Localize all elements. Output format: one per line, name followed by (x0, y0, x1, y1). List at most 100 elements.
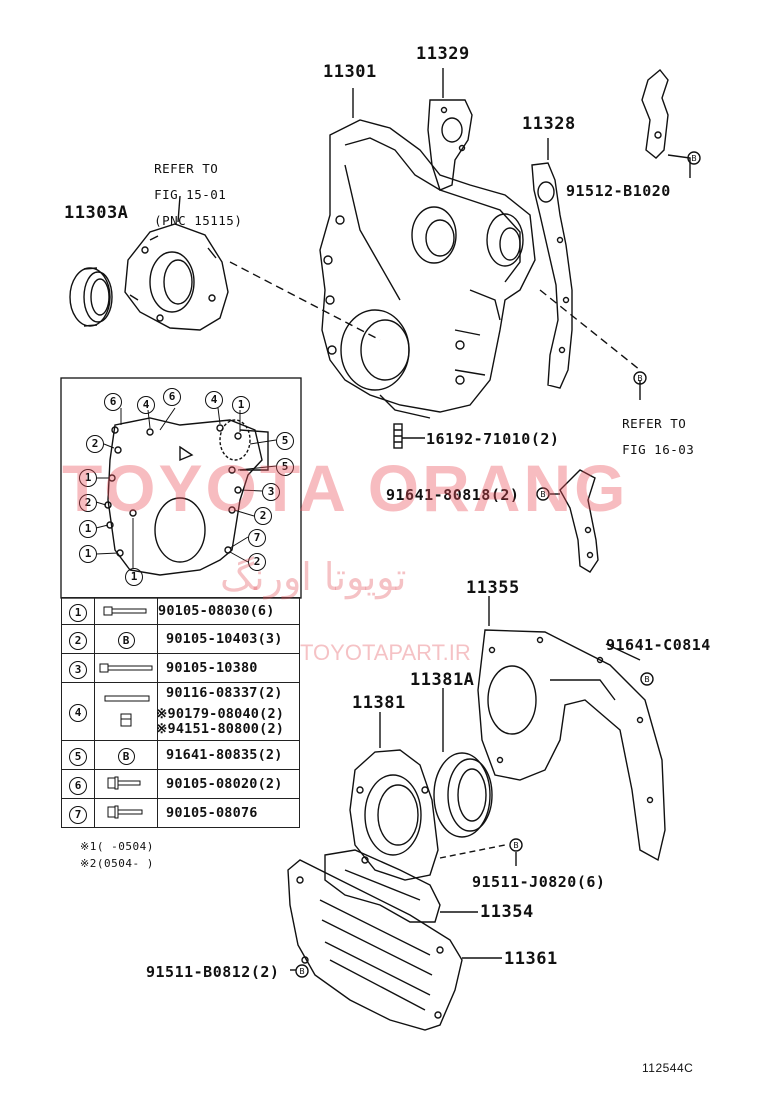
part-label-11328[interactable]: 11328 (522, 114, 576, 134)
dashed-guide-line (229, 261, 381, 341)
part-label-91512-b1020[interactable]: 91512-B1020 (566, 182, 671, 200)
callout-1: 1 (79, 520, 97, 538)
legend-row: 3 90105-10380 (61, 653, 300, 683)
ref-line: REFER TO (154, 161, 219, 176)
callout-6: 6 (163, 388, 181, 406)
part-label-91511-b0812[interactable]: 91511-B0812(2) (146, 963, 280, 981)
legend-row: 7 90105-08076 (61, 798, 300, 828)
leader-line (667, 154, 691, 178)
ref-line: (PNC 15115) (154, 213, 243, 228)
legend-part-number[interactable]: 90105-08030(6) (157, 597, 300, 625)
inset-cover-outline (107, 417, 269, 576)
part-label-11355[interactable]: 11355 (466, 578, 520, 598)
dashed-guide-line (539, 289, 641, 371)
part-label-11381[interactable]: 11381 (352, 693, 406, 713)
legend-number: 6 (69, 776, 87, 795)
bolt-icon (107, 805, 143, 818)
leader-line (605, 643, 641, 661)
refer-to-fig-16-03[interactable]: REFER TO FIG 16-03 (606, 404, 694, 456)
dashed-guide-line (439, 844, 506, 859)
legend-row: 2 B 90105-10403(3) (61, 624, 300, 654)
b-marker (295, 964, 309, 978)
bolt-icon (103, 606, 147, 615)
legend-part-number-alt2[interactable]: ※94151-80800(2) (156, 721, 285, 737)
legend-number: 2 (69, 631, 87, 650)
legend-row: 4 90116-08337(2) ※90179-08040(2) ※94151-… (61, 682, 300, 741)
flange-bolt-icon (107, 776, 141, 789)
seal-retainer-11381 (349, 749, 439, 881)
ref-line: REFER TO (622, 416, 687, 431)
part-label-11354[interactable]: 11354 (480, 902, 534, 922)
legend-number: 4 (69, 704, 87, 722)
b-marker (640, 672, 654, 686)
legend-number: 3 (69, 660, 87, 679)
b-marker (633, 371, 647, 385)
part-label-91641-80818[interactable]: 91641-80818(2) (386, 486, 520, 504)
svg-text:B: B (644, 675, 650, 684)
part-label-91641-c0814[interactable]: 91641-C0814 (606, 636, 711, 654)
callout-5: 5 (276, 458, 294, 476)
legend-row: 5 B 91641-80835(2) (61, 740, 300, 770)
oil-seal-11303a (69, 267, 113, 327)
svg-text:B: B (691, 154, 697, 163)
part-label-16192-71010[interactable]: 16192-71010(2) (426, 430, 560, 448)
stud-icon (104, 695, 150, 726)
callout-5: 5 (276, 432, 294, 450)
legend-number: 1 (69, 603, 87, 622)
legend-part-number[interactable]: 90116-08337(2) ※90179-08040(2) ※94151-80… (156, 682, 300, 741)
part-label-11303a[interactable]: 11303A (64, 203, 129, 223)
gasket-11329 (427, 99, 473, 191)
svg-text:B: B (540, 490, 546, 499)
stud-bolt-16192 (393, 423, 403, 449)
ref-line: FIG 16-03 (622, 442, 695, 457)
ref-line: FIG 15-01 (154, 187, 227, 202)
refer-to-fig-15-01[interactable]: REFER TO FIG 15-01 (PNC 15115) (138, 149, 242, 227)
legend-part-number[interactable]: 90105-10403(3) (157, 624, 300, 654)
svg-text:B: B (637, 374, 643, 383)
bracket-91641-80818 (559, 469, 599, 573)
part-label-11381a[interactable]: 11381A (410, 670, 475, 690)
svg-text:B: B (299, 967, 305, 976)
callout-6: 6 (104, 393, 122, 411)
legend-part-number[interactable]: 91641-80835(2) (157, 740, 300, 770)
b-nut-icon: B (117, 632, 135, 649)
long-bolt-icon (99, 663, 153, 672)
gasket-11328 (531, 162, 573, 389)
callout-2: 2 (79, 494, 97, 512)
legend-part-number[interactable]: 90105-08076 (157, 798, 300, 828)
legend-number: 7 (69, 805, 87, 824)
legend-row: 6 90105-08020(2) (61, 769, 300, 799)
b-marker (536, 487, 550, 501)
legend-part-number[interactable]: 90116-08337(2) (166, 685, 283, 701)
footnote-1: ※1( -0504) (80, 840, 154, 853)
callout-1: 1 (79, 469, 97, 487)
callout-1: 1 (125, 568, 143, 586)
part-label-11329[interactable]: 11329 (416, 44, 470, 64)
legend-part-number[interactable]: 90105-10380 (157, 653, 300, 683)
part-label-11361[interactable]: 11361 (504, 949, 558, 969)
legend-part-number-alt1[interactable]: ※90179-08040(2) (156, 706, 285, 722)
rear-plate-11361 (287, 859, 463, 1031)
callout-7: 7 (248, 529, 266, 547)
rear-end-plate-11355 (477, 629, 666, 862)
b-nut-icon: B (117, 748, 135, 765)
engine-hanger-91512 (641, 69, 669, 159)
legend-part-number[interactable]: 90105-08020(2) (157, 769, 300, 799)
footnote-2: ※2(0504- ) (80, 857, 154, 870)
callout-3: 3 (262, 483, 280, 501)
fastener-legend-table: 1 90105-08030(6) 2 B 90105-10403(3) 3 90… (61, 597, 300, 828)
oil-seal-11381a (433, 752, 493, 838)
figure-id: 112544C (642, 1061, 694, 1075)
part-label-11301[interactable]: 11301 (323, 62, 377, 82)
part-label-91511-j0820[interactable]: 91511-J0820(6) (472, 873, 606, 891)
timing-chain-cover-11301 (319, 119, 536, 419)
callout-4: 4 (137, 396, 155, 414)
callout-1: 1 (232, 396, 250, 414)
callout-4: 4 (205, 391, 223, 409)
legend-number: 5 (69, 747, 87, 766)
svg-text:B: B (513, 841, 519, 850)
seal-retainer-11354 (324, 849, 441, 923)
leader-line (177, 195, 181, 223)
